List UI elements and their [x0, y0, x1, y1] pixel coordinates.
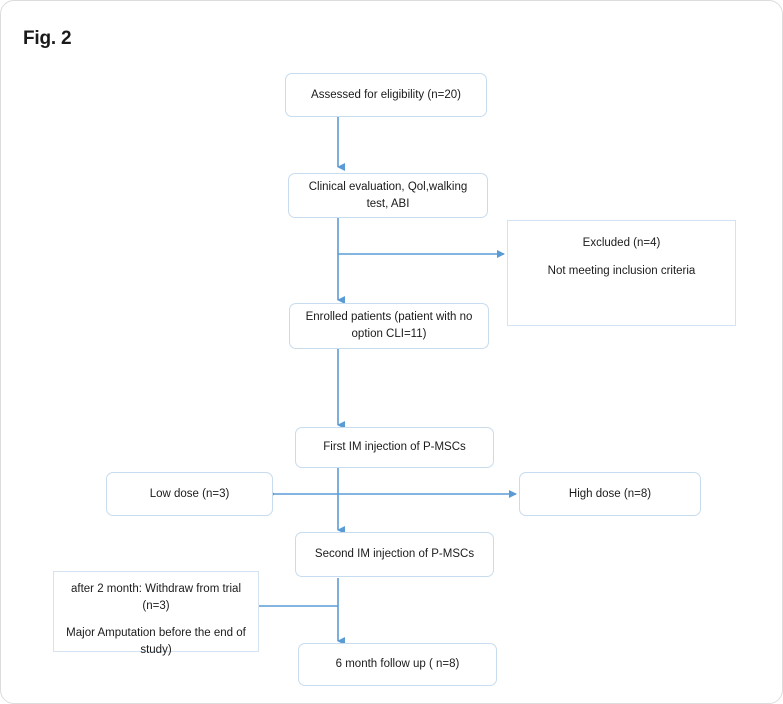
- node-high-dose-label: High dose (n=8): [568, 487, 652, 500]
- node-withdraw-from-trial[interactable]: after 2 month: Withdraw from trial (n=3)…: [53, 571, 259, 656]
- node-excluded-line2: Not meeting inclusion criteria: [547, 264, 696, 277]
- node-clinical-label: Clinical evaluation, Qol,walking test, A…: [308, 180, 468, 210]
- node-assessed-for-eligibility[interactable]: Assessed for eligibility (n=20): [285, 73, 487, 117]
- node-first-im-injection[interactable]: First IM injection of P-MSCs: [295, 427, 494, 468]
- node-enrolled-patients[interactable]: Enrolled patients (patient with no optio…: [289, 303, 489, 349]
- node-six-month-follow-up[interactable]: 6 month follow up ( n=8): [298, 643, 497, 686]
- node-assessed-label: Assessed for eligibility (n=20): [311, 88, 461, 101]
- figure-label: Fig. 2: [23, 28, 72, 49]
- node-second-im-injection[interactable]: Second IM injection of P-MSCs: [295, 532, 494, 577]
- node-clinical-evaluation[interactable]: Clinical evaluation, Qol,walking test, A…: [288, 173, 488, 218]
- node-excluded-line1: Excluded (n=4): [582, 237, 661, 249]
- node-first-injection-label: First IM injection of P-MSCs: [323, 441, 466, 454]
- node-high-dose[interactable]: High dose (n=8): [519, 472, 701, 516]
- node-low-dose[interactable]: Low dose (n=3): [106, 472, 273, 516]
- spacer: [64, 614, 248, 625]
- node-enrolled-label: Enrolled patients (patient with no optio…: [305, 311, 473, 340]
- node-low-dose-label: Low dose (n=3): [149, 487, 230, 500]
- node-excluded[interactable]: Excluded (n=4) Not meeting inclusion cri…: [507, 220, 736, 326]
- spacer: [518, 252, 725, 263]
- node-follow-up-label: 6 month follow up ( n=8): [335, 658, 460, 671]
- node-withdraw-line2: Major Amputation before the end of study…: [66, 627, 246, 657]
- node-second-injection-label: Second IM injection of P-MSCs: [314, 548, 475, 561]
- node-withdraw-line1: after 2 month: Withdraw from trial (n=3): [71, 583, 241, 612]
